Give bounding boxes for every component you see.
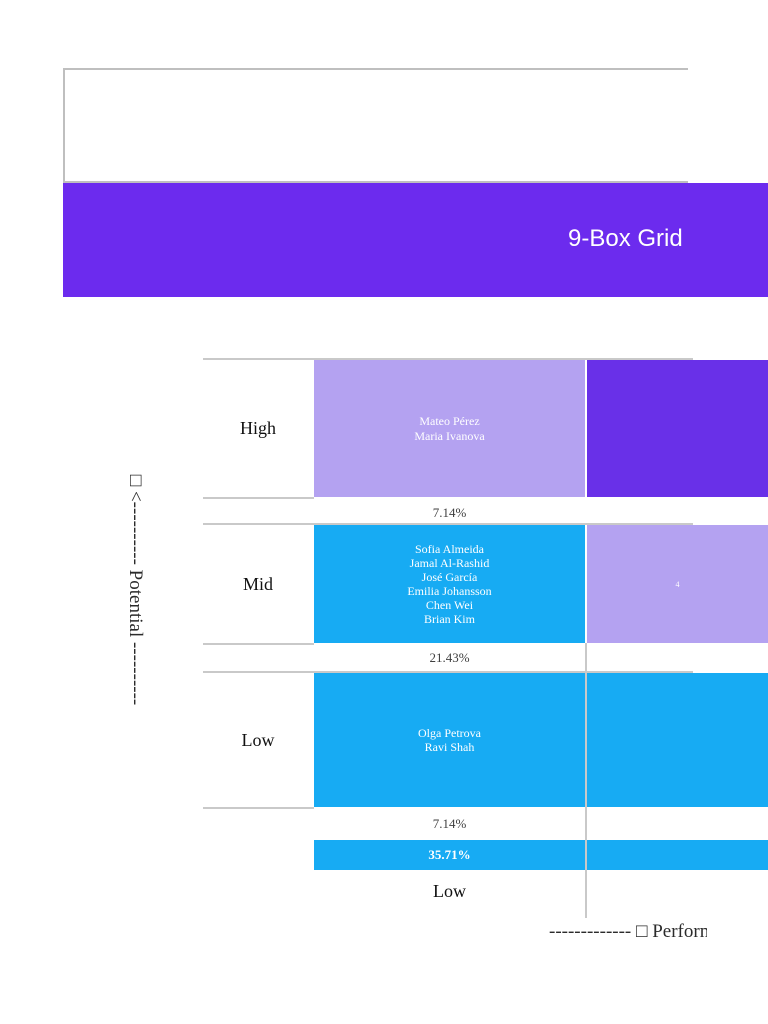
gap-percentage-label: 7.14% — [432, 816, 467, 831]
row-separator-line — [203, 807, 314, 809]
row-label-mid: Mid — [242, 573, 273, 594]
row-separator-line — [203, 497, 314, 499]
row-label-high: High — [240, 418, 276, 438]
cell-low-performance-col1[interactable]: Olga Petrova Ravi Shah — [314, 673, 585, 807]
x-axis-title-performance: ------------- □ Performance — [549, 921, 707, 942]
report-banner — [63, 183, 768, 297]
cell-high-performance-col2[interactable] — [587, 360, 768, 497]
gap-percentage-label: 7.14% — [432, 505, 467, 520]
header-placeholder-box — [63, 68, 688, 183]
cell-low-performance-col2[interactable] — [587, 673, 768, 807]
tiny-cell-mark: 4 — [675, 579, 680, 589]
row-separator-line — [203, 671, 693, 673]
x-tick-low: Low — [433, 881, 466, 901]
banner-title: 9-Box Grid — [568, 225, 683, 252]
total-bar-col2[interactable] — [587, 840, 768, 870]
cell-member-names: Mateo Pérez Maria Ivanova — [414, 414, 485, 443]
row-label-low: Low — [241, 729, 275, 750]
y-axis-title-potential: □ <---------- Potential ---------- — [125, 474, 146, 706]
cell-high-performance-col1[interactable]: Mateo Pérez Maria Ivanova — [314, 360, 585, 497]
gap-percentage-label: 21.43% — [429, 650, 470, 665]
row-separator-line — [203, 643, 314, 645]
cell-member-names: Olga Petrova Ravi Shah — [418, 725, 481, 754]
row-separator-line — [203, 523, 693, 525]
column-divider-line — [585, 643, 587, 918]
row-separator-line — [203, 358, 693, 360]
total-bar-col1[interactable]: 35.71% — [314, 840, 585, 870]
cell-mid-performance-col2[interactable]: 4 — [587, 525, 768, 643]
cell-mid-performance-col1[interactable]: Sofia Almeida Jamal Al-Rashid José Garcí… — [314, 525, 585, 643]
total-percentage-label: 35.71% — [428, 847, 471, 862]
cell-member-names: Sofia Almeida Jamal Al-Rashid José Garcí… — [407, 541, 492, 627]
